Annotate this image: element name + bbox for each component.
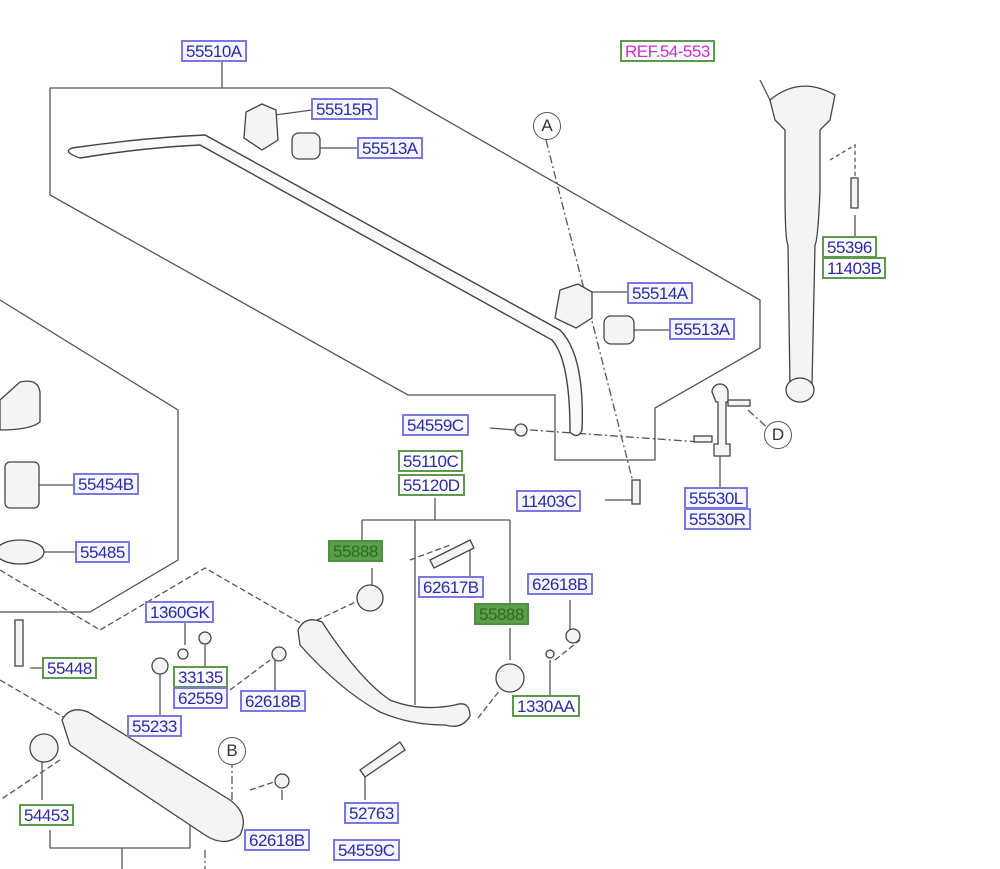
label-1330aa[interactable]: 1330AA [512, 695, 580, 717]
nut-62618b-2 [271, 646, 287, 662]
group-outline-trailing-arm [0, 299, 179, 613]
bolt-dash-line [0, 544, 581, 801]
label-55396[interactable]: 55396 [822, 236, 877, 258]
label-55530r[interactable]: 55530R [684, 508, 751, 530]
label-ref-54-553[interactable]: REF.54-553 [620, 40, 715, 62]
bracket-55514a [554, 283, 593, 329]
upper-arm-55110c [297, 619, 471, 727]
label-62618b-3[interactable]: 62618B [244, 829, 310, 851]
link-dash-line [529, 409, 771, 443]
label-55510a[interactable]: 55510A [181, 40, 247, 62]
bushing-55454b [4, 461, 40, 509]
callout-a: A [533, 112, 561, 140]
label-55515r[interactable]: 55515R [311, 98, 378, 120]
bushing-55513a-1 [291, 132, 321, 160]
callout-d: D [764, 421, 792, 449]
shock-dash-line [829, 143, 856, 195]
bolt-55448 [14, 619, 24, 667]
callout-b: B [218, 737, 246, 765]
label-1360gk[interactable]: 1360GK [145, 601, 215, 623]
label-55514a[interactable]: 55514A [627, 282, 693, 304]
lower-arm-54453 [61, 709, 244, 843]
bracket-55110c [361, 498, 511, 705]
stabilizer-bar [67, 134, 584, 437]
label-11403c[interactable]: 11403C [516, 490, 582, 512]
label-54559c-2[interactable]: 54559C [333, 839, 400, 861]
nut-62618b-1 [565, 628, 581, 644]
nut-1360gk [177, 648, 189, 660]
bracket-54453 [49, 815, 191, 869]
label-62617b[interactable]: 62617B [418, 576, 484, 598]
label-62618b[interactable]: 62618B [527, 573, 593, 595]
bushing-55513a-2 [603, 315, 635, 345]
plate-55485 [0, 539, 45, 565]
label-55233[interactable]: 55233 [127, 715, 182, 737]
label-33135[interactable]: 33135 [173, 666, 228, 688]
bushing-54453 [29, 733, 59, 763]
label-11403b[interactable]: 11403B [822, 257, 887, 279]
label-52763[interactable]: 52763 [344, 802, 399, 824]
label-62559[interactable]: 62559 [173, 687, 228, 709]
label-55454b[interactable]: 55454B [73, 473, 139, 495]
label-55448[interactable]: 55448 [42, 657, 97, 679]
bolt-55396 [850, 177, 859, 209]
shock-absorber [769, 85, 836, 391]
nut-54559c [514, 423, 528, 437]
nut-33135 [198, 631, 212, 645]
group-outline-stabilizer [49, 62, 761, 461]
trailing-arm-end [0, 380, 41, 431]
callout-line-b [204, 760, 233, 869]
bushing-55888-2 [495, 663, 525, 693]
label-62618b-2[interactable]: 62618B [240, 690, 306, 712]
label-55888-2[interactable]: 55888 [474, 603, 529, 625]
label-55888[interactable]: 55888 [328, 540, 383, 562]
label-55110c[interactable]: 55110C [398, 450, 464, 472]
bushing-55888-1 [356, 584, 384, 612]
label-55513a-2[interactable]: 55513A [669, 318, 735, 340]
label-55530l[interactable]: 55530L [684, 487, 748, 509]
stabilizer-link-55530 [711, 383, 731, 457]
group-outline-lower [0, 567, 331, 751]
label-54453[interactable]: 54453 [19, 804, 74, 826]
label-55485[interactable]: 55485 [75, 541, 130, 563]
leader-lines [30, 79, 856, 800]
label-54559c[interactable]: 54559C [402, 414, 469, 436]
label-55120d[interactable]: 55120D [398, 474, 465, 496]
washer-55233 [151, 657, 169, 675]
label-55513a[interactable]: 55513A [357, 137, 423, 159]
nut-62618b-3 [274, 773, 290, 789]
bolt-52763 [359, 741, 406, 778]
bolt-62617b [429, 539, 475, 569]
part-shapes [0, 85, 859, 843]
bracket-55515r [243, 103, 279, 151]
bolt-11403c [631, 479, 641, 505]
washer-1330aa [545, 649, 555, 659]
